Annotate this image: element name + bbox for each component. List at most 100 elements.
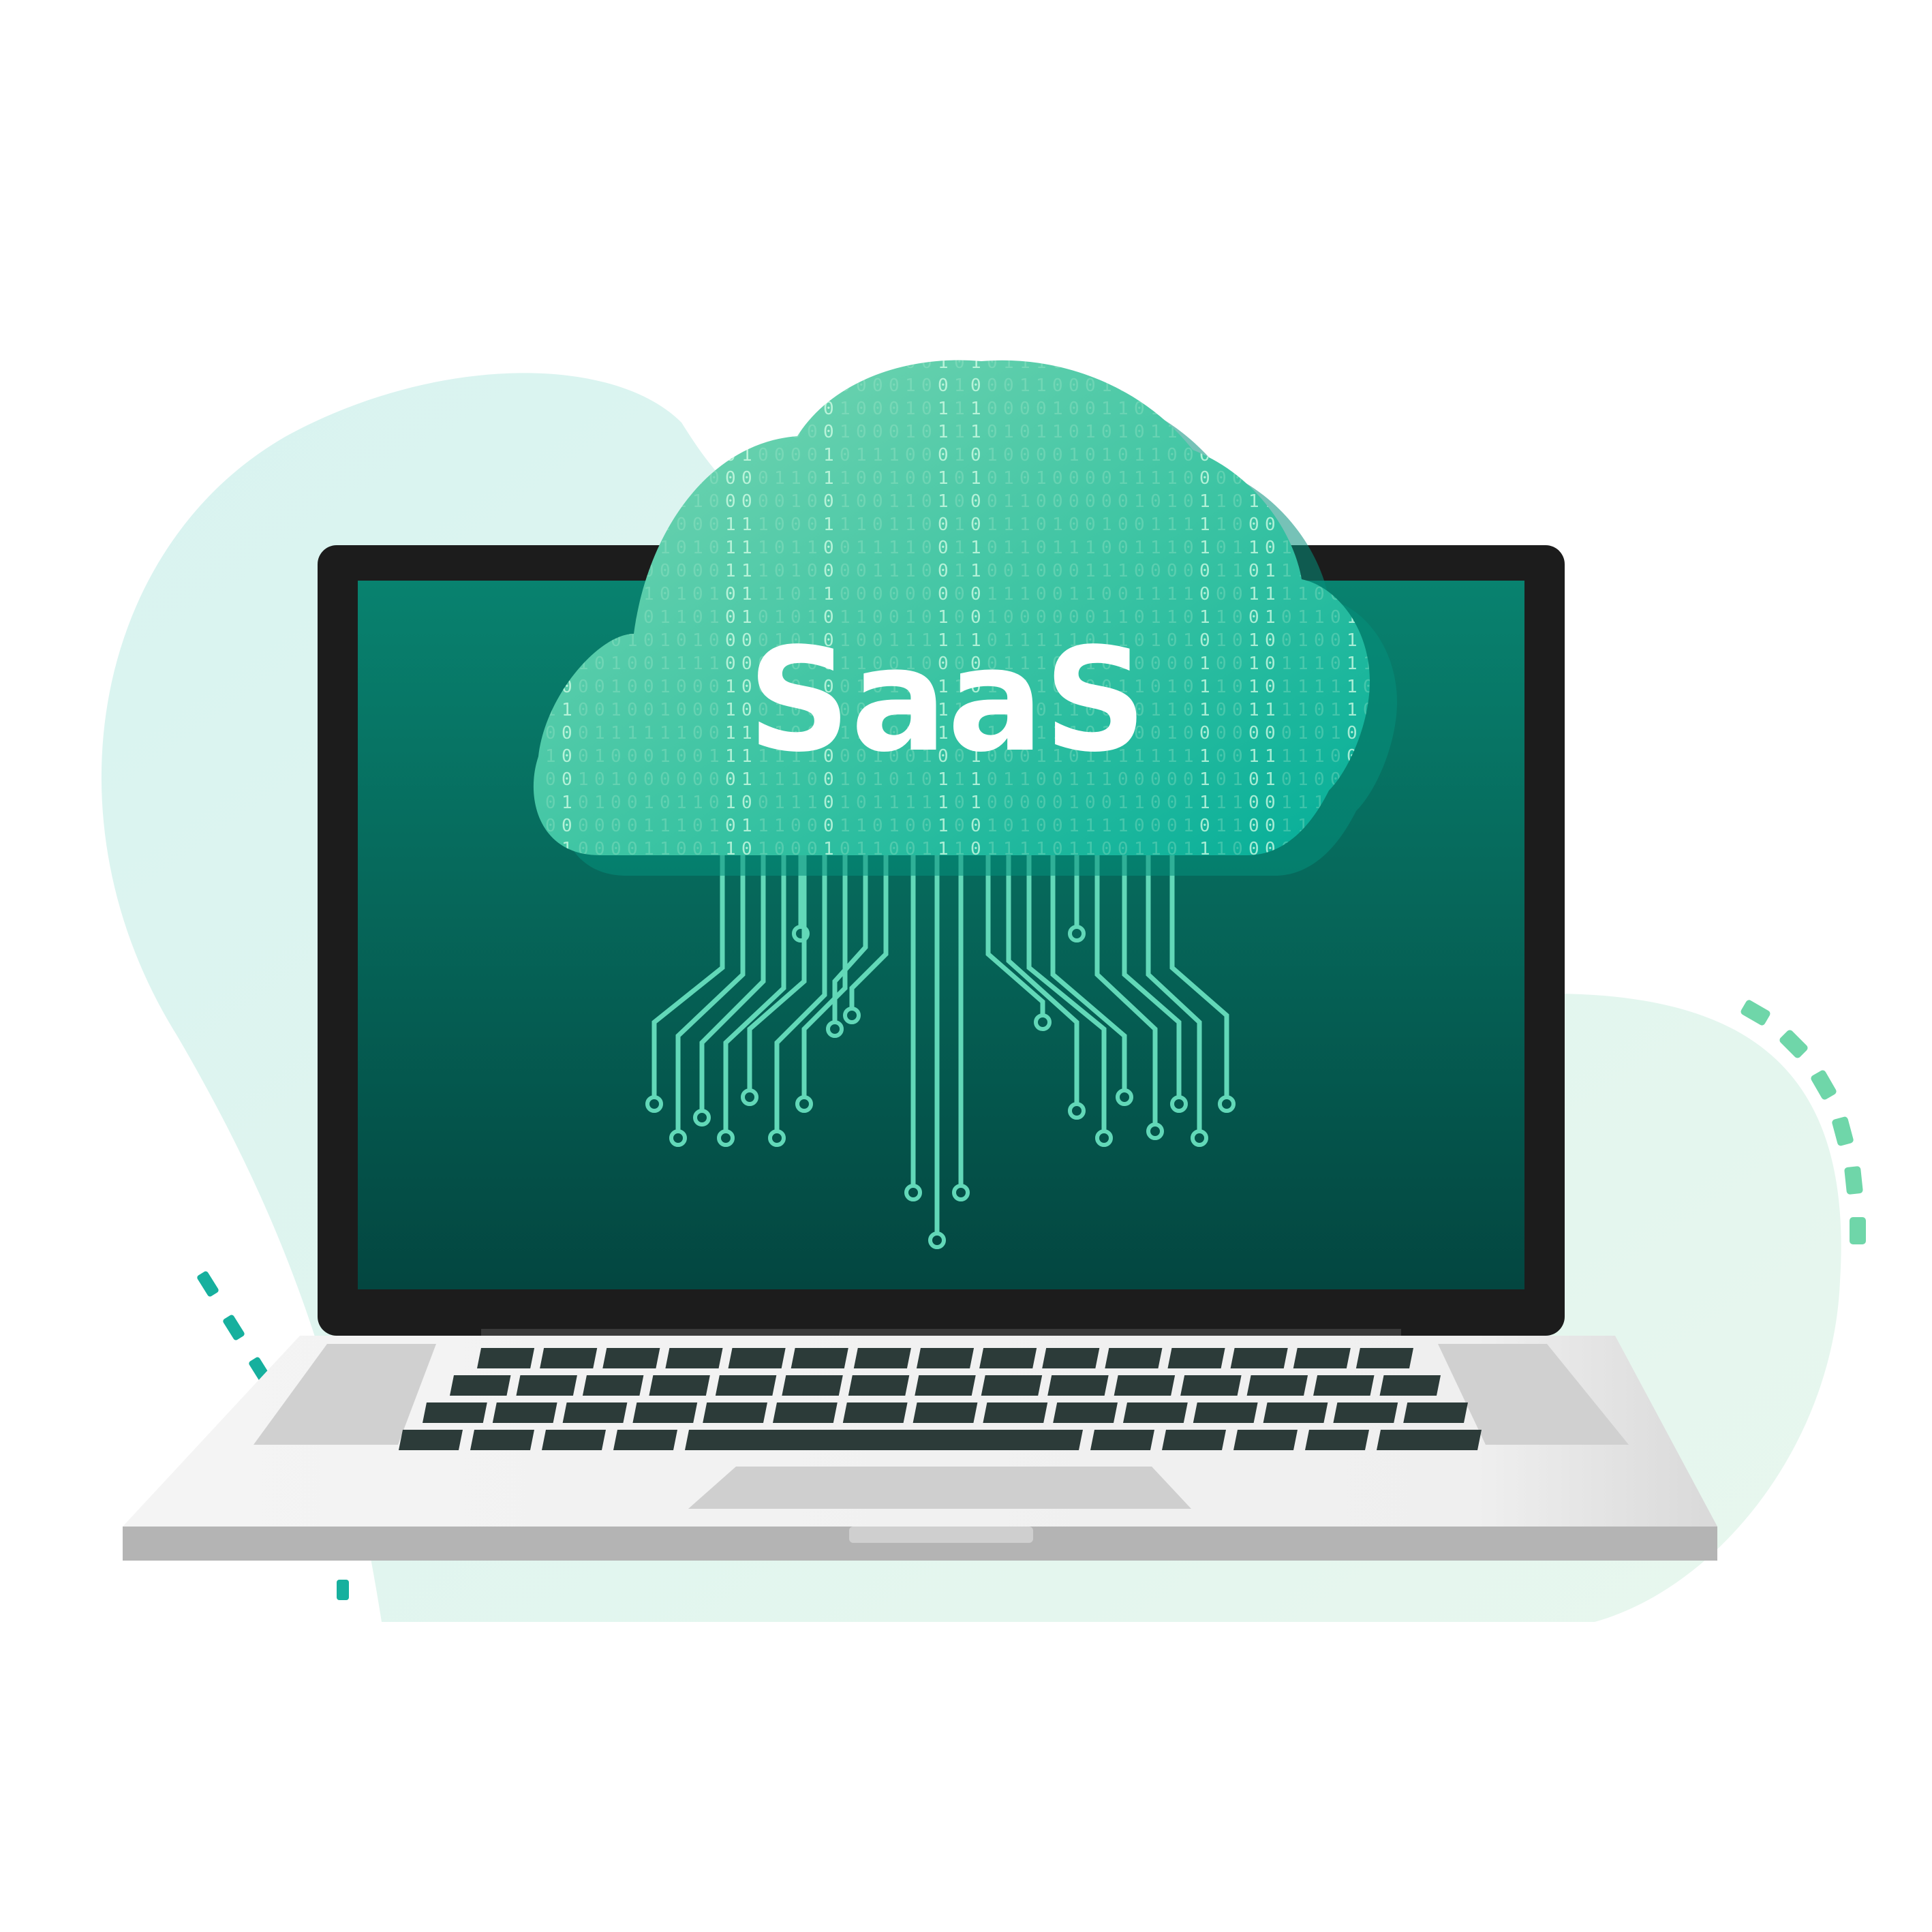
binary-digit: 1	[774, 746, 785, 767]
binary-digit: 0	[791, 654, 801, 674]
binary-digit: 0	[562, 352, 572, 373]
binary-digit: 1	[938, 422, 949, 442]
binary-digit: 0	[938, 746, 949, 767]
binary-digit: 1	[725, 839, 736, 859]
binary-digit: 1	[1150, 352, 1161, 373]
binary-digit: 0	[643, 746, 654, 767]
binary-digit: 1	[954, 700, 965, 720]
binary-digit: 0	[889, 746, 900, 767]
binary-digit: 1	[741, 538, 752, 558]
binary-digit: 0	[807, 561, 818, 581]
binary-digit: 1	[1134, 538, 1145, 558]
binary-digit: 0	[856, 700, 867, 720]
keyboard-key	[399, 1430, 463, 1450]
binary-digit: 0	[1085, 630, 1096, 651]
binary-digit: 1	[905, 677, 916, 697]
binary-digit: 0	[1118, 584, 1129, 604]
binary-digit: 0	[921, 816, 932, 836]
binary-digit: 1	[774, 584, 785, 604]
binary-digit: 0	[1052, 375, 1063, 396]
binary-digit: 0	[823, 375, 834, 396]
binary-digit: 1	[954, 445, 965, 465]
keyboard-key	[1042, 1348, 1100, 1368]
binary-digit: 1	[1085, 352, 1096, 373]
binary-digit: 1	[1167, 677, 1178, 697]
binary-digit: 0	[1085, 491, 1096, 512]
binary-digit: 1	[1248, 746, 1259, 767]
binary-digit: 1	[1232, 422, 1243, 442]
binary-digit: 0	[921, 375, 932, 396]
binary-digit: 0	[545, 723, 556, 743]
binary-digit: 1	[1330, 352, 1341, 373]
binary-digit: 0	[791, 839, 801, 859]
binary-digit: 0	[1314, 584, 1325, 604]
binary-digit: 0	[692, 677, 703, 697]
keyboard-key	[1053, 1402, 1118, 1423]
circuit-line	[747, 835, 807, 1090]
binary-digit: 1	[791, 352, 801, 373]
binary-digit: 1	[1085, 816, 1096, 836]
binary-digit: 1	[1248, 399, 1259, 419]
binary-digit: 0	[1069, 561, 1079, 581]
binary-digit: 0	[1085, 399, 1096, 419]
binary-digit: 1	[840, 793, 850, 813]
binary-digit: 0	[1232, 445, 1243, 465]
binary-digit: 1	[741, 723, 752, 743]
binary-digit: 1	[1248, 630, 1259, 651]
circuit-line	[985, 835, 1045, 1015]
binary-digit: 1	[1298, 654, 1308, 674]
binary-digit: 1	[1183, 584, 1194, 604]
binary-digit: 1	[1183, 816, 1194, 836]
binary-digit: 1	[987, 839, 998, 859]
binary-digit: 1	[562, 793, 572, 813]
binary-digit: 1	[1134, 375, 1145, 396]
binary-digit: 1	[954, 839, 965, 859]
binary-digit: 1	[611, 769, 622, 790]
binary-digit: 0	[1265, 816, 1276, 836]
keyboard-key	[602, 1348, 660, 1368]
binary-digit: 1	[1167, 746, 1178, 767]
binary-digit: 0	[791, 677, 801, 697]
binary-digit: 1	[938, 468, 949, 489]
binary-digit: 0	[1036, 584, 1047, 604]
binary-digit: 0	[791, 584, 801, 604]
binary-digit: 0	[1183, 607, 1194, 628]
keyboard-key	[1230, 1348, 1288, 1368]
binary-digit: 0	[692, 399, 703, 419]
binary-digit: 1	[987, 816, 998, 836]
binary-digit: 0	[970, 607, 981, 628]
binary-digit: 1	[1298, 769, 1308, 790]
binary-digit: 1	[970, 561, 981, 581]
binary-digit: 0	[1330, 399, 1341, 419]
binary-digit: 1	[938, 491, 949, 512]
binary-digit: 1	[1216, 515, 1227, 535]
binary-digit: 1	[1281, 654, 1292, 674]
binary-digit: 1	[1167, 352, 1178, 373]
binary-digit: 1	[660, 816, 671, 836]
binary-digit: 0	[1052, 561, 1063, 581]
binary-digit: 0	[1347, 375, 1358, 396]
binary-digit: 0	[1167, 630, 1178, 651]
binary-digit: 1	[1052, 538, 1063, 558]
binary-digit: 0	[709, 375, 720, 396]
binary-digit: 0	[1085, 468, 1096, 489]
binary-digit: 1	[741, 561, 752, 581]
binary-digit: 0	[1199, 816, 1210, 836]
binary-digit: 1	[1036, 352, 1047, 373]
binary-digit: 0	[987, 630, 998, 651]
binary-digit: 0	[987, 491, 998, 512]
binary-digit: 1	[1069, 445, 1079, 465]
binary-digit: 1	[970, 352, 981, 373]
binary-digit: 0	[823, 491, 834, 512]
binary-digit: 0	[872, 816, 883, 836]
binary-digit: 1	[889, 538, 900, 558]
binary-digit: 0	[1019, 793, 1030, 813]
binary-digit: 1	[905, 654, 916, 674]
binary-digit: 0	[692, 816, 703, 836]
binary-digit: 0	[1118, 375, 1129, 396]
binary-code-pattern: 1000101100110001010001001001100100100100…	[545, 352, 1370, 859]
binary-digit: 0	[1019, 422, 1030, 442]
binary-digit: 0	[840, 561, 850, 581]
binary-digit: 1	[1019, 839, 1030, 859]
